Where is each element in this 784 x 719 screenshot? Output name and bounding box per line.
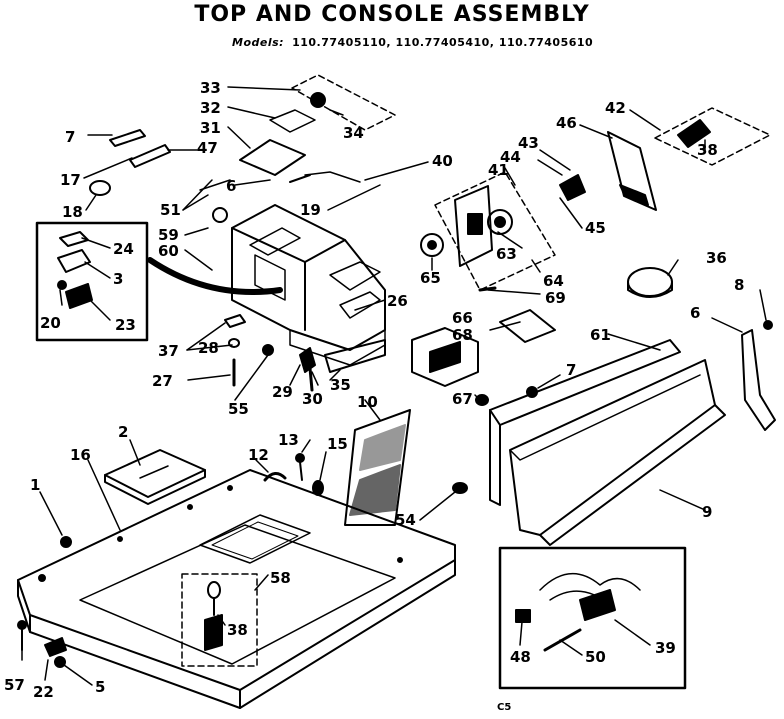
callout-c44: 44: [500, 148, 521, 166]
callout-c20: 20: [40, 314, 61, 332]
cover-plate: [104, 449, 206, 505]
callout-c68: 68: [452, 326, 473, 344]
callout-c9: 9: [702, 503, 712, 521]
callout-c10: 10: [357, 393, 378, 411]
callout-c2: 2: [118, 423, 128, 441]
hinge-inset: [181, 573, 258, 667]
brackets-left: [89, 129, 231, 223]
callout-c47: 47: [197, 139, 218, 157]
models-line: Models: 110.77405110, 110.77405410, 110.7…: [232, 36, 593, 49]
leader-lines: [21, 86, 767, 686]
callout-c7a: 7: [65, 128, 75, 146]
callout-c3: 3: [113, 270, 123, 288]
callout-c6b: 6: [690, 304, 700, 322]
callout-c18: 18: [62, 203, 83, 221]
callout-c55: 55: [228, 400, 249, 418]
callout-c17: 17: [60, 171, 81, 189]
wiring-harness: [498, 546, 687, 690]
callout-c19: 19: [300, 201, 321, 219]
callout-c13: 13: [278, 431, 299, 449]
callout-c33: 33: [200, 79, 221, 97]
control-panel: [489, 339, 726, 546]
rear-bracket: [559, 107, 771, 211]
callout-c64: 64: [543, 272, 564, 290]
fasteners: [263, 453, 468, 496]
callout-c23: 23: [115, 316, 136, 334]
models-list: 110.77405110, 110.77405410, 110.77405610: [292, 36, 594, 49]
callout-c5: 5: [95, 678, 105, 696]
callout-c41: 41: [488, 161, 509, 179]
callout-c1: 1: [30, 476, 40, 494]
relay-parts: [411, 286, 556, 406]
callout-c34: 34: [343, 124, 364, 142]
callout-c36: 36: [706, 249, 727, 267]
callout-c57: 57: [4, 676, 25, 694]
console-hardware: [224, 314, 386, 392]
diagram-title: TOP AND CONSOLE ASSEMBLY: [194, 2, 590, 27]
callout-c32: 32: [200, 99, 221, 117]
callout-c22: 22: [33, 683, 54, 701]
callout-c46: 46: [556, 114, 577, 132]
callout-c59: 59: [158, 226, 179, 244]
callout-c50: 50: [585, 648, 606, 666]
callout-c12: 12: [248, 446, 269, 464]
callout-c28-pos: 28: [198, 339, 219, 357]
callout-c66: 66: [452, 309, 473, 327]
console-cover-parts: [239, 74, 396, 183]
callout-c27: 27: [152, 372, 173, 390]
callout-c61: 61: [590, 326, 611, 344]
callout-c40: 40: [432, 152, 453, 170]
callout-c42: 42: [605, 99, 626, 117]
console-housing: [147, 204, 386, 366]
callout-c43: 43: [518, 134, 539, 152]
models-label: Models:: [232, 36, 285, 49]
callout-c29: 29: [272, 383, 293, 401]
callout-c16: 16: [70, 446, 91, 464]
callout-c39: 39: [655, 639, 676, 657]
callout-c6a: 6: [226, 177, 236, 195]
callout-c7b: 7: [566, 361, 576, 379]
timer-assembly: [420, 171, 556, 291]
callout-c51: 51: [160, 201, 181, 219]
callout-c37: 37: [158, 342, 179, 360]
callout-c58: 58: [270, 569, 291, 587]
callout-c48: 48: [510, 648, 531, 666]
callout-c60: 60: [158, 242, 179, 260]
callout-c38a: 38: [697, 141, 718, 159]
callout-c31: 31: [200, 119, 221, 137]
callout-c24: 24: [113, 240, 134, 258]
callout-c38b: 38: [227, 621, 248, 639]
end-bracket: [741, 320, 776, 431]
corner-parts: [17, 620, 67, 668]
callout-c35: 35: [330, 376, 351, 394]
callout-c45: 45: [585, 219, 606, 237]
callout-c30: 30: [302, 390, 323, 408]
callout-c54: 54: [395, 511, 416, 529]
callout-c8: 8: [734, 276, 744, 294]
callout-c65: 65: [420, 269, 441, 287]
callout-labels: 33 32 34 31 7 47 17 18 51 6 19 40 41 43 …: [4, 79, 744, 701]
page-code: C5: [497, 702, 512, 713]
callout-c26: 26: [387, 292, 408, 310]
air-duct: [344, 409, 411, 526]
callout-c67: 67: [452, 390, 473, 408]
callout-c69: 69: [545, 289, 566, 307]
callout-c15: 15: [327, 435, 348, 453]
knob: [627, 267, 673, 298]
callout-c63: 63: [496, 245, 517, 263]
